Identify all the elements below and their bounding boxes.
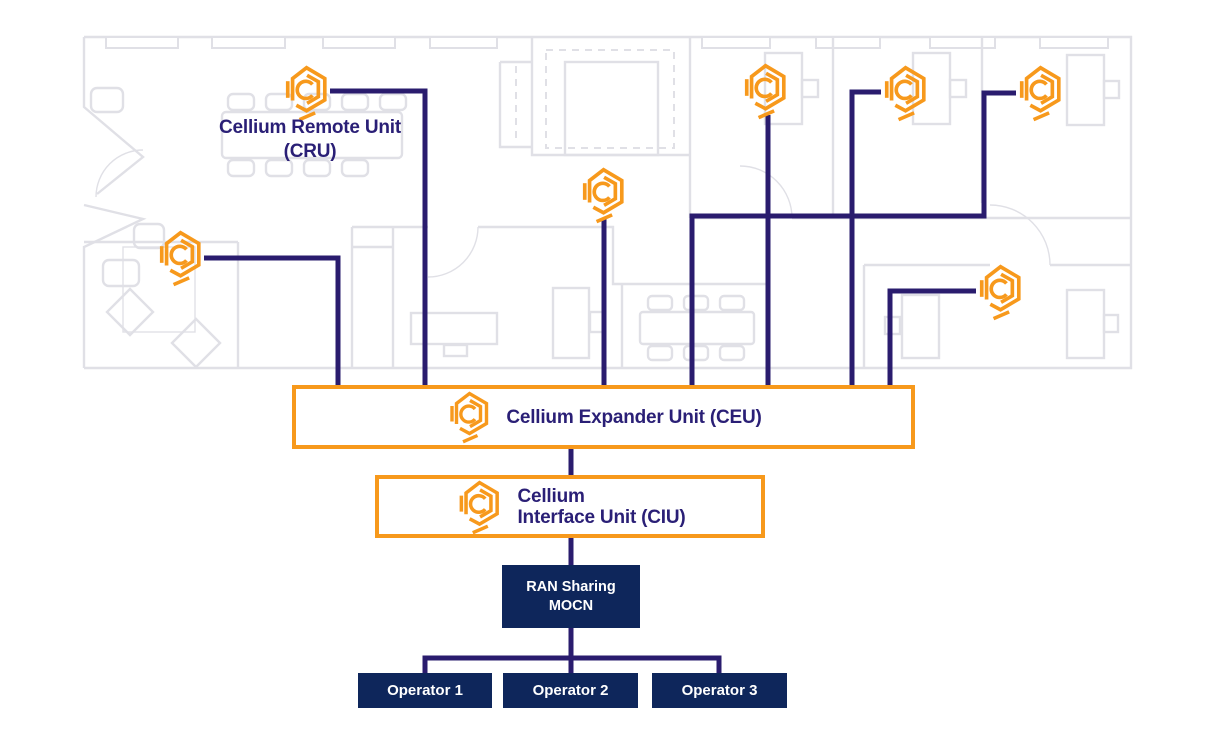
ciu-label-line1: Cellium xyxy=(517,485,585,507)
ciu-box: Cellium Interface Unit (CIU) xyxy=(375,475,765,538)
operator-3-label: Operator 3 xyxy=(681,682,758,699)
cru-label-line1: Cellium Remote Unit xyxy=(219,117,401,138)
ran-label-line2: MOCN xyxy=(548,597,594,614)
cellium-remote-unit-icon xyxy=(979,264,1021,321)
cellium-remote-unit-icon xyxy=(582,167,624,224)
cellium-remote-unit-icon xyxy=(1019,65,1061,122)
operator-3-box: Operator 3 xyxy=(652,673,787,708)
cellium-remote-unit-icon xyxy=(159,230,201,287)
cellium-logo-icon xyxy=(445,390,493,444)
office-desks xyxy=(409,51,1121,360)
cable-runs xyxy=(204,88,1016,676)
cru-label-line2: (CRU) xyxy=(283,141,337,162)
ciu-label-line2: Interface Unit (CIU) xyxy=(517,506,686,528)
cellium-remote-units xyxy=(159,63,1061,321)
ciu-label: Cellium Interface Unit (CIU) xyxy=(517,486,685,528)
ran-label-line1: RAN Sharing xyxy=(526,578,616,595)
cru-label: Cellium Remote Unit (CRU) xyxy=(200,116,420,164)
ran-sharing-box: RAN Sharing MOCN xyxy=(502,565,640,628)
window-recesses xyxy=(105,36,1109,49)
conference-table-top xyxy=(220,92,408,178)
ceu-label: Cellium Expander Unit (CEU) xyxy=(506,406,762,428)
cellium-logo-icon xyxy=(454,479,504,535)
operator-1-box: Operator 1 xyxy=(358,673,492,708)
cellium-remote-unit-icon xyxy=(884,65,926,122)
operator-1-label: Operator 1 xyxy=(387,682,463,699)
conference-table-bottom xyxy=(638,294,756,362)
lounge-furniture xyxy=(101,222,222,369)
operator-2-label: Operator 2 xyxy=(532,682,609,699)
operator-2-box: Operator 2 xyxy=(503,673,638,708)
ceu-box: Cellium Expander Unit (CEU) xyxy=(292,385,915,449)
